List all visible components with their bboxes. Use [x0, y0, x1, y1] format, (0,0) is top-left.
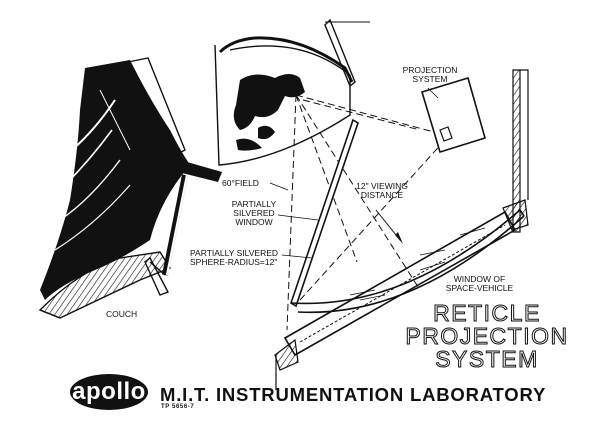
label-line: WINDOW OF	[453, 274, 506, 284]
label-line: DISTANCE	[360, 190, 404, 200]
astronaut-body	[40, 60, 222, 300]
diagram-title: RETICLE PROJECTION SYSTEM	[392, 300, 582, 372]
label-line: SYSTEM	[412, 74, 448, 84]
partially-silvered-window	[290, 118, 359, 308]
document-code: TP 5656-7	[161, 404, 195, 410]
astronaut-helmet	[214, 36, 354, 166]
leader-lines	[269, 87, 446, 271]
label-line: SPHERE-RADIUS=12"	[190, 257, 278, 267]
label-line: COUCH	[106, 309, 138, 319]
title-line: RETICLE	[433, 300, 541, 326]
label-line: SILVERED	[233, 208, 275, 218]
label-line: 12" VIEWING	[356, 181, 408, 191]
partially-silvered-sphere	[291, 209, 525, 314]
label-projection-system: PROJECTION SYSTEM	[400, 66, 460, 84]
lab-name: M.I.T. INSTRUMENTATION LABORATORY	[160, 384, 547, 405]
label-viewing-distance: 12" VIEWING DISTANCE	[342, 182, 422, 200]
label-60-field: 60°FIELD	[222, 179, 259, 188]
projection-system-box	[421, 76, 486, 154]
apollo-logo: apollo	[70, 374, 148, 410]
label-line: PROJECTION	[402, 65, 458, 75]
label-silvered-sphere: PARTIALLY SILVERED SPHERE-RADIUS=12"	[190, 249, 278, 267]
space-vehicle-window	[274, 69, 529, 390]
label-line: PARTIALLY	[231, 199, 277, 209]
title-line: PROJECTION	[405, 323, 569, 349]
label-line: 60°FIELD	[222, 178, 259, 188]
cabin-structure	[126, 18, 370, 156]
label-line: PARTIALLY SILVERED	[190, 248, 279, 258]
label-couch: COUCH	[106, 310, 137, 319]
label-silvered-window: PARTIALLY SILVERED WINDOW	[230, 200, 278, 227]
label-line: WINDOW	[235, 217, 273, 227]
label-vehicle-window: WINDOW OF SPACE-VEHICLE	[442, 275, 517, 293]
couch	[38, 174, 189, 319]
label-line: SPACE-VEHICLE	[445, 283, 514, 293]
field-lines	[286, 94, 446, 331]
title-line: SYSTEM	[435, 346, 539, 372]
